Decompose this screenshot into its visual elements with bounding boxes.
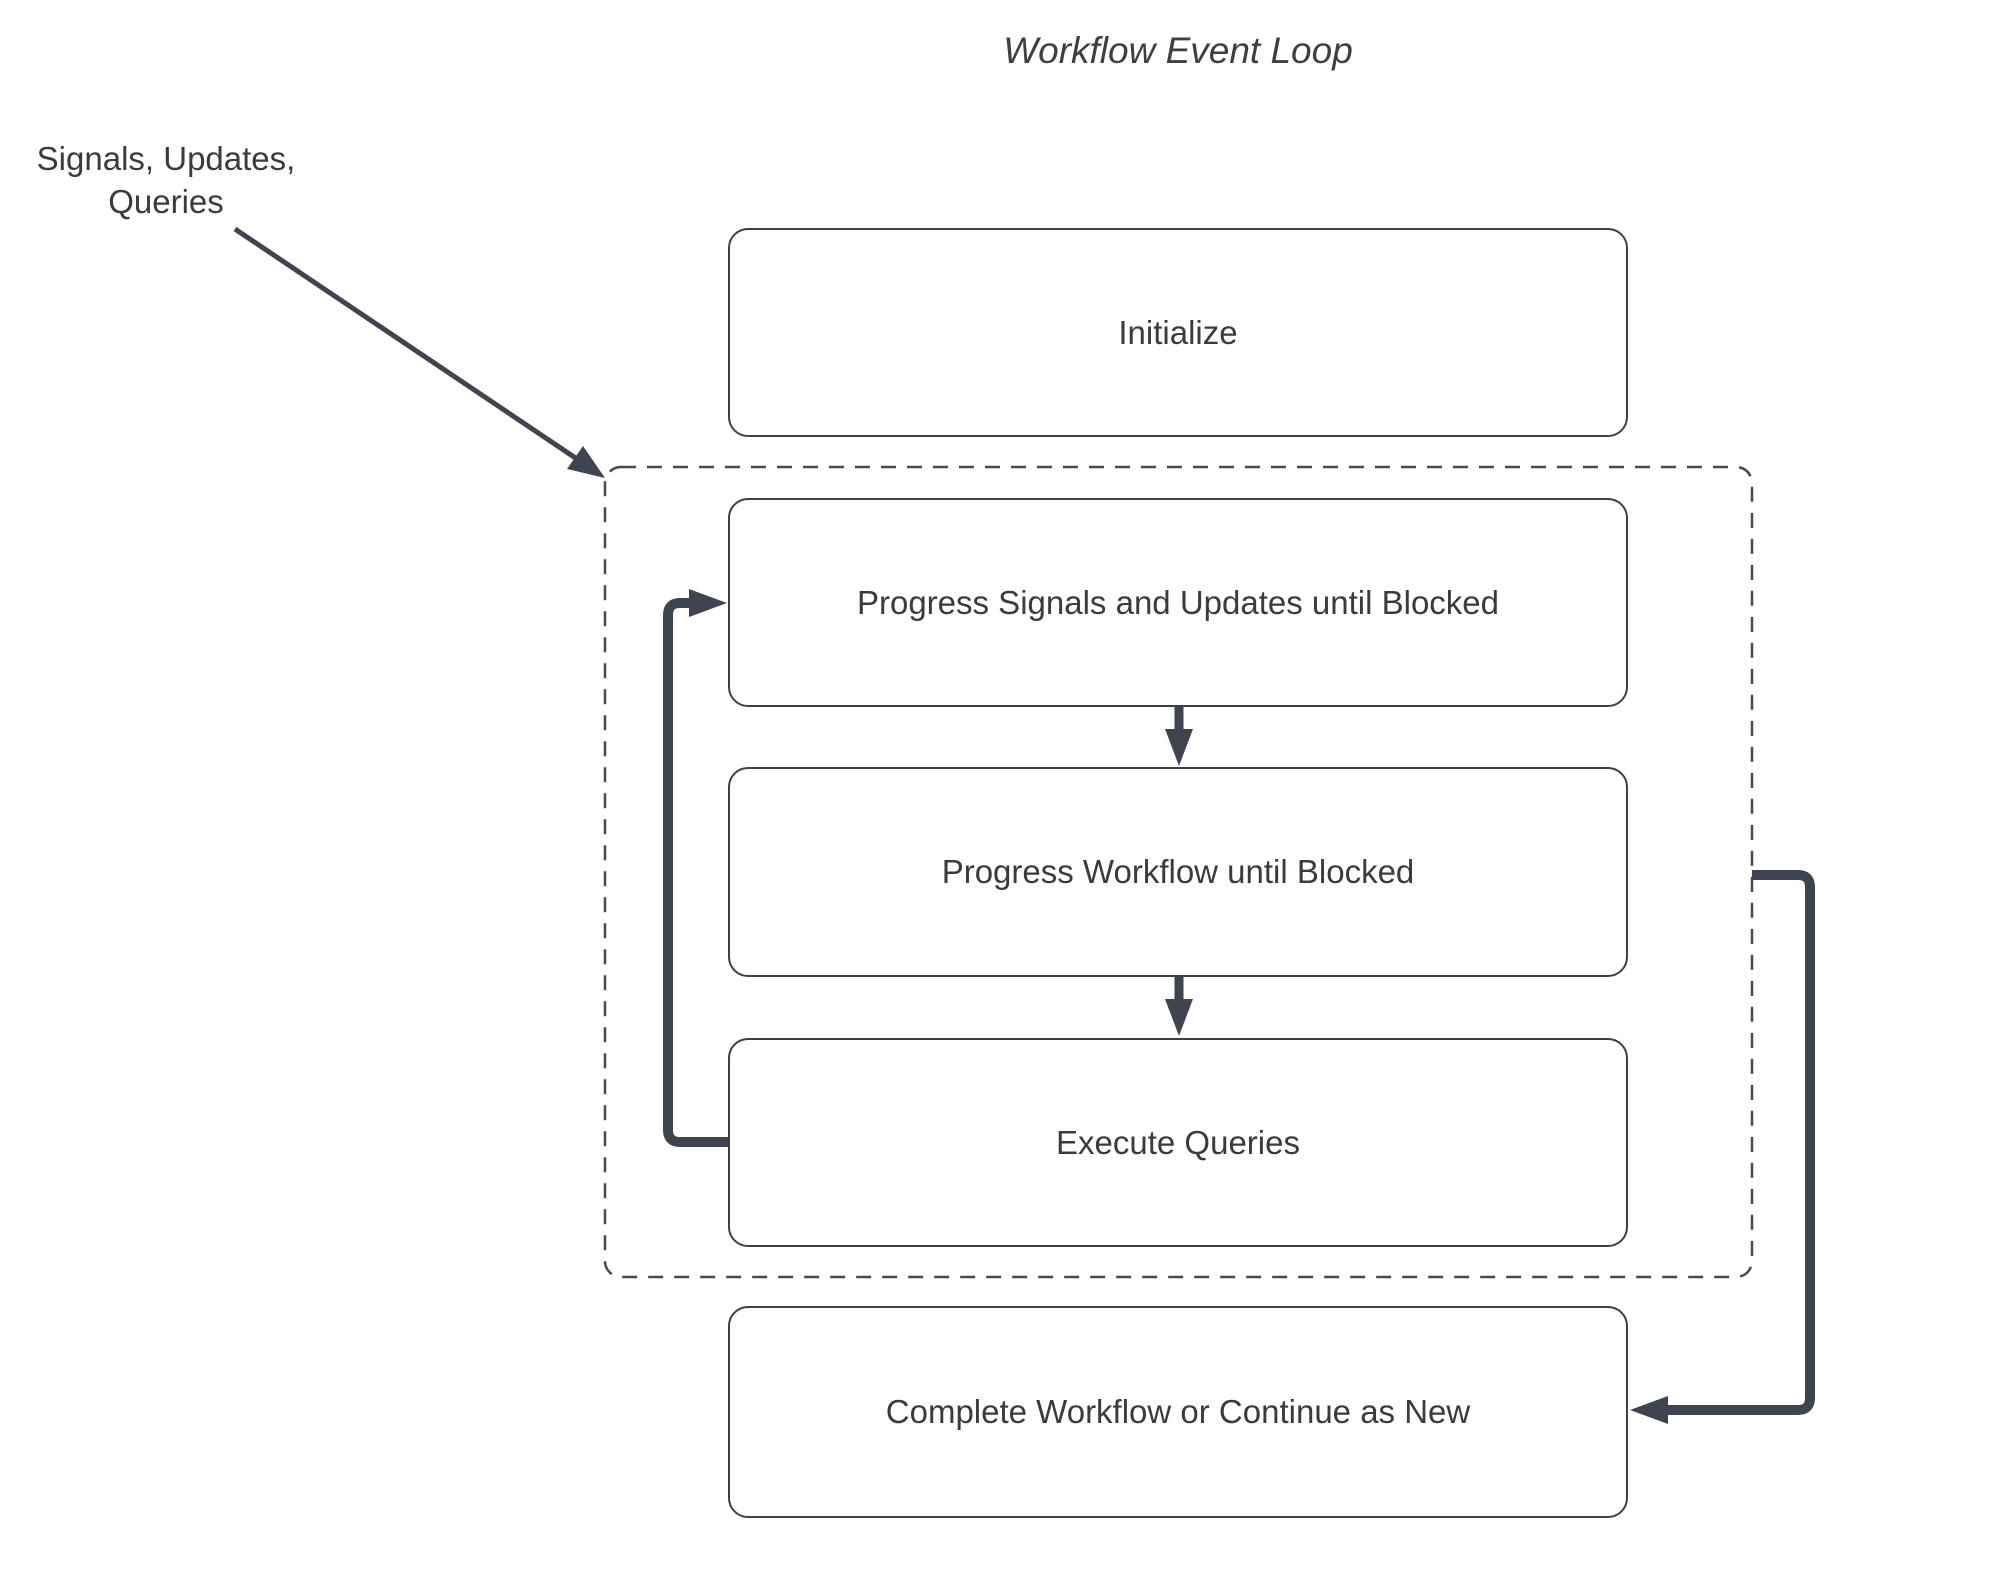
node-initialize: Initialize <box>728 228 1628 437</box>
node-complete-workflow: Complete Workflow or Continue as New <box>728 1306 1628 1518</box>
node-progress-signals-label: Progress Signals and Updates until Block… <box>856 583 1500 621</box>
node-complete-workflow-label: Complete Workflow or Continue as New <box>885 1393 1471 1430</box>
arrow-workflow-to-queries <box>1165 977 1193 1036</box>
node-progress-signals: Progress Signals and Updates until Block… <box>728 498 1628 707</box>
signals-input-arrow <box>233 226 605 478</box>
node-progress-workflow-label: Progress Workflow until Blocked <box>941 853 1415 890</box>
signals-updates-queries-label: Signals, Updates, Queries <box>36 140 296 220</box>
node-execute-queries: Execute Queries <box>728 1038 1628 1247</box>
loop-back-arrow <box>663 589 730 1147</box>
diagram-title: Workflow Event Loop <box>1003 30 1353 71</box>
node-initialize-label: Initialize <box>1118 313 1238 351</box>
continue-arrow <box>1630 870 1815 1424</box>
node-progress-workflow: Progress Workflow until Blocked <box>728 767 1628 977</box>
arrow-signals-to-workflow <box>1165 707 1193 766</box>
node-execute-queries-label: Execute Queries <box>1056 1123 1300 1161</box>
